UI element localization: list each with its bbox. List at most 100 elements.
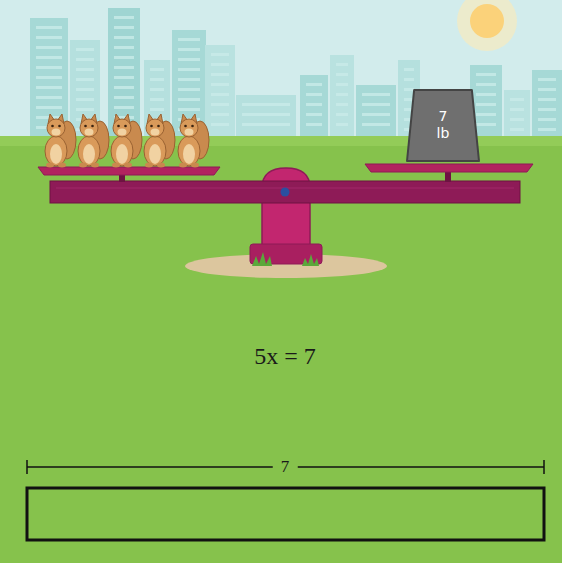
building-window: [114, 96, 134, 99]
building-window: [114, 36, 134, 39]
squirrel-foot: [58, 163, 66, 168]
building-window: [114, 26, 134, 29]
building-window: [211, 103, 229, 106]
squirrel-body: [111, 136, 133, 166]
equation: 5x = 7: [254, 343, 316, 370]
building-window: [362, 93, 390, 96]
building-window: [150, 78, 164, 81]
building-window: [510, 128, 524, 131]
dimension-tick: [543, 460, 545, 474]
building-window: [306, 83, 322, 86]
building-window: [362, 113, 390, 116]
building-window: [242, 123, 290, 126]
squirrel-head: [113, 119, 131, 137]
building-window: [76, 98, 94, 101]
building-window: [76, 88, 94, 91]
building-window: [150, 68, 164, 71]
grass-tuft: [302, 254, 319, 266]
building-window: [336, 73, 348, 76]
squirrel: [111, 114, 142, 168]
squirrel-muzzle: [185, 129, 194, 136]
building-window: [404, 78, 414, 81]
building-window: [476, 83, 496, 86]
building-window: [150, 108, 164, 111]
building-window: [36, 46, 62, 49]
weight-label: 7 lb: [437, 108, 450, 143]
building-window: [211, 93, 229, 96]
building-window: [114, 16, 134, 19]
building-window: [336, 113, 348, 116]
building-window: [211, 63, 229, 66]
weight-outline: [407, 90, 479, 161]
building-window: [76, 68, 94, 71]
squirrel-foot: [46, 163, 54, 168]
building-window: [211, 113, 229, 116]
sun: [470, 4, 504, 38]
building-window: [510, 98, 524, 101]
building-window: [114, 66, 134, 69]
squirrel-foot: [145, 163, 153, 168]
squirrel-muzzle: [52, 129, 61, 136]
building: [205, 45, 235, 150]
building-window: [404, 88, 414, 91]
building-window: [178, 68, 200, 71]
building-window: [114, 86, 134, 89]
squirrel-muzzle: [151, 129, 160, 136]
squirrel: [144, 114, 175, 168]
squirrel-belly: [116, 144, 128, 164]
sun-glow: [457, 0, 517, 51]
building-window: [76, 48, 94, 51]
building-window: [114, 76, 134, 79]
building-window: [538, 108, 556, 111]
building-window: [336, 123, 348, 126]
building-window: [178, 98, 200, 101]
squirrel-foot: [179, 163, 187, 168]
tape-bar: [27, 488, 544, 540]
building-window: [76, 108, 94, 111]
squirrel: [45, 114, 76, 168]
building-window: [538, 78, 556, 81]
building-window: [476, 123, 496, 126]
squirrel: [78, 114, 109, 168]
building-window: [336, 63, 348, 66]
building-window: [178, 108, 200, 111]
building-window: [36, 106, 62, 109]
squirrel-eye: [124, 125, 127, 128]
squirrel-eye: [157, 125, 160, 128]
squirrel: [178, 114, 209, 168]
building-window: [538, 118, 556, 121]
squirrel-body: [178, 136, 200, 166]
building: [330, 55, 354, 150]
squirrel-foot: [157, 163, 165, 168]
squirrel-belly: [50, 144, 62, 164]
building-window: [36, 36, 62, 39]
building-window: [211, 53, 229, 56]
building-window: [178, 48, 200, 51]
squirrel-body: [144, 136, 166, 166]
squirrel-eye: [184, 125, 187, 128]
building-window: [242, 103, 290, 106]
dimension-tick: [26, 460, 28, 474]
squirrel-eye: [150, 125, 153, 128]
squirrel-eye: [191, 125, 194, 128]
dimension-label: 7: [273, 457, 298, 477]
building-window: [36, 96, 62, 99]
squirrel-eye: [58, 125, 61, 128]
building-window: [476, 103, 496, 106]
building-window: [336, 103, 348, 106]
building-window: [150, 88, 164, 91]
squirrel-belly: [149, 144, 161, 164]
squirrel-foot: [112, 163, 120, 168]
squirrel-eye: [51, 125, 54, 128]
squirrel-head: [146, 119, 164, 137]
building-window: [211, 83, 229, 86]
building-window: [114, 46, 134, 49]
sky: [0, 0, 562, 150]
squirrel-muzzle: [118, 129, 127, 136]
building-window: [36, 56, 62, 59]
squirrel-eye: [91, 125, 94, 128]
building-window: [404, 68, 414, 71]
building-window: [36, 26, 62, 29]
